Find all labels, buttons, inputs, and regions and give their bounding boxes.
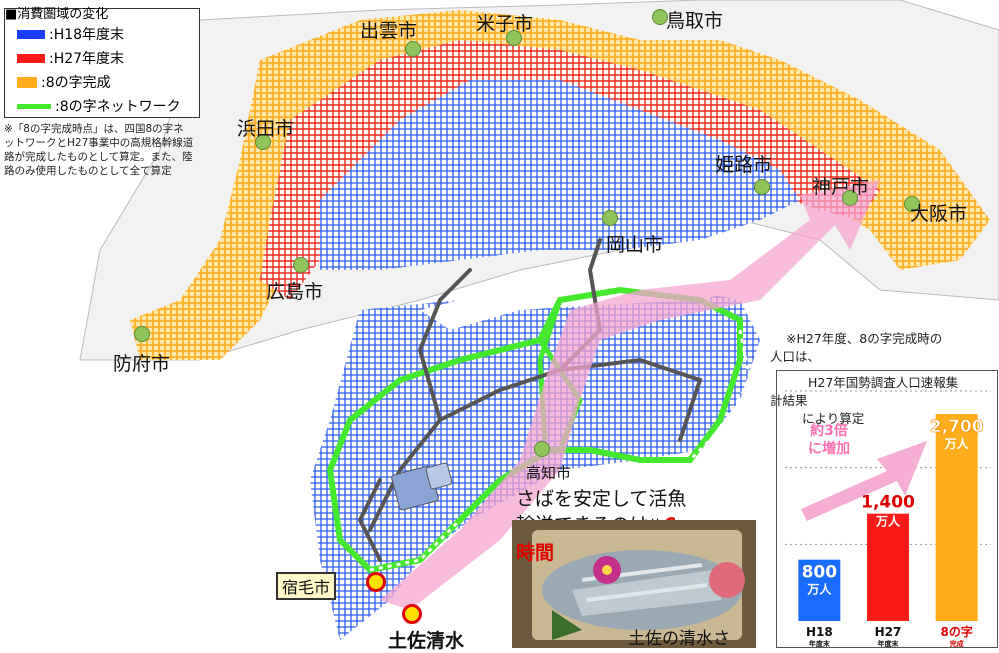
legend-swatch-8ji [17, 76, 37, 88]
city-dot-hiroshima [293, 257, 309, 273]
chart-bar-H27 [867, 513, 909, 621]
truck-icon [391, 462, 453, 511]
chart-unit-label: 万人 [944, 436, 970, 451]
legend-item-h27: :H27年度末 [17, 47, 124, 69]
inland-sea [420, 270, 740, 330]
city-dot-kobe [842, 190, 858, 206]
area-red [260, 40, 880, 300]
city-dot-hamada [255, 134, 271, 150]
chart-category-sublabel: 年度末 [809, 639, 831, 647]
population-note-line-2: 人口は、 [770, 349, 821, 364]
city-label-yonago: 米子市 [476, 13, 534, 35]
chart-annotation-line-2: に増加 [808, 440, 850, 457]
city-label-hofu: 防府市 [113, 353, 171, 375]
city-dot-sukumo [366, 572, 386, 592]
city-label-kobe: 神戸市 [812, 176, 870, 198]
chart-unit-label: 万人 [806, 582, 832, 597]
pink-route-arrow [380, 180, 880, 610]
chart-category-label: 8の字 [940, 624, 972, 639]
city-label-izumo: 出雲市 [360, 20, 418, 42]
photo-caption: 土佐の清水さ [628, 629, 730, 649]
city-dot-okayama [602, 210, 618, 226]
population-note: ※H27年度、8の字完成時の 人口は、 [770, 330, 995, 366]
city-dot-yonago [506, 30, 522, 46]
chart-value-label: 2,700 [930, 417, 984, 437]
city-label-sukumo: 宿毛市 [276, 572, 337, 600]
chart-bar-8の字 [935, 414, 978, 621]
legend-swatch-network [17, 103, 51, 109]
legend-title: ■消費圏域の変化 [5, 7, 109, 22]
legend-swatch-h18 [17, 29, 45, 39]
legend-item-8ji: :8の字完成 [17, 71, 111, 93]
city-dot-himeji [754, 179, 770, 195]
legend-label-network: :8の字ネットワーク [55, 99, 181, 115]
roads [357, 238, 703, 562]
city-label-osaka: 大阪市 [910, 203, 968, 225]
population-bar-chart: 800万人H18年度末1,400万人H27年度末2,700万人8の字完成約3倍に… [785, 390, 991, 647]
callout-line-3: 時間 [516, 542, 555, 564]
city-label-kochi: 高知市 [526, 464, 572, 482]
city-dot-tosashimizu [402, 604, 422, 624]
chart-category-sublabel: 完成 [950, 639, 964, 647]
city-dot-hofu [134, 326, 150, 342]
city-dot-osaka [904, 196, 920, 212]
city-label-hamada: 浜田市 [237, 118, 295, 140]
population-note-line-3: H27年国勢調査人口速報集 [808, 375, 959, 390]
chart-category-label: H18 [806, 625, 833, 639]
city-dot-tottori [652, 9, 668, 25]
legend-label-h18: :H18年度末 [49, 27, 125, 43]
growth-arrow [801, 441, 927, 521]
city-label-tottori: 鳥取市 [666, 10, 724, 32]
callout-line-1: さばを安定して活魚 [516, 488, 687, 510]
chart-bar-H18 [798, 559, 841, 621]
legend-swatch-h27 [17, 53, 45, 63]
calculation-note: ※「8の字完成時点」は、四国8の字ネットワークとH27事業中の高規格幹線道路が完… [4, 123, 194, 177]
city-label-himeji: 姫路市 [715, 154, 773, 176]
city-dot-kochi [534, 441, 550, 457]
legend-label-8ji: :8の字完成 [41, 75, 111, 91]
chart-category-label: H27 [875, 625, 902, 639]
city-label-hiroshima: 広島市 [266, 281, 324, 303]
city-dot-izumo [405, 41, 421, 57]
legend-label-h27: :H27年度末 [49, 51, 125, 67]
legend: ■消費圏域の変化 :H18年度末 :H27年度末 :8の字完成 :8の字ネットワ… [4, 7, 200, 118]
population-note-line-1: ※H27年度、8の字完成時の [786, 331, 943, 346]
chart-value-label: 1,400 [861, 493, 915, 513]
area-blue-honshu [320, 80, 800, 270]
chart-category-sublabel: 年度末 [878, 639, 900, 647]
population-note-line-4: 計結果 [770, 393, 808, 408]
population-note-line-5: により算定 [802, 411, 865, 426]
chart-value-label: 800 [802, 563, 838, 583]
city-label-okayama: 岡山市 [606, 234, 664, 256]
mackerel-dish-photo [512, 520, 756, 648]
chart-annotation-line-1: 約3倍 [810, 422, 848, 439]
legend-item-network: :8の字ネットワーク [17, 95, 181, 117]
chart-unit-label: 万人 [875, 514, 901, 529]
city-label-tosashimizu: 土佐清水 [388, 630, 465, 652]
legend-item-h18: :H18年度末 [17, 23, 124, 45]
